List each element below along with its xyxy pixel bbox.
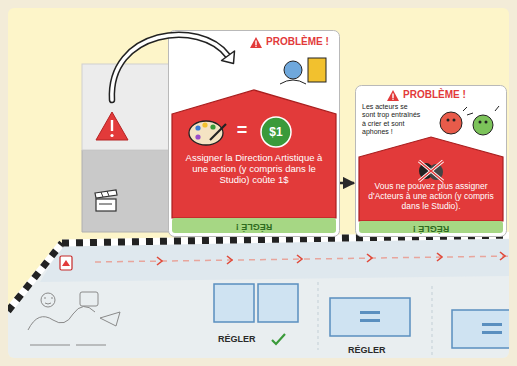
card-heading: PROBLÈME !	[266, 36, 338, 48]
problem-card: PROBLÈME ! Les acteurs se sont trop entra…	[355, 85, 507, 237]
board-edge	[8, 243, 62, 311]
palette-icon	[189, 121, 226, 145]
doodle-sketch	[28, 292, 120, 345]
resolved-label: RÉGLÉ !	[182, 221, 326, 232]
card-flavor: Les acteurs se sont trop entraînés à cri…	[362, 103, 422, 136]
card-body	[169, 31, 340, 237]
card-footer	[172, 218, 336, 233]
action-slots	[214, 282, 509, 358]
crossed-mask-icon	[419, 161, 443, 181]
card-house	[172, 90, 336, 218]
warning-icon	[387, 90, 399, 101]
curved-arrow	[112, 35, 228, 100]
problem-card: PROBLÈME ! = $1Assigner la Direction Artis…	[168, 30, 340, 237]
check-mark	[272, 334, 285, 344]
cost-badge: $1	[261, 125, 291, 139]
card-shape	[168, 30, 340, 237]
card-cartoon	[440, 106, 499, 135]
curved-arrow-head	[222, 51, 235, 64]
track-chevrons	[157, 252, 505, 265]
slot-label: RÉGLER	[348, 345, 386, 355]
game-board	[8, 235, 509, 358]
card-footer	[359, 221, 503, 233]
card-heading: PROBLÈME !	[403, 89, 503, 101]
board-surface	[8, 236, 509, 358]
warning-triangle	[96, 112, 128, 140]
card-house	[359, 137, 503, 221]
red-card-icon	[60, 256, 72, 270]
equals-sign: =	[232, 120, 252, 141]
flow-arrow	[340, 182, 354, 185]
card-effect: Vous ne pouvez plus assigner d'Acteurs à…	[367, 181, 495, 211]
card-effect: Assigner la Direction Artistique à une a…	[182, 152, 326, 186]
card-body	[356, 86, 507, 237]
curved-arrow-outline	[112, 35, 228, 100]
board-edge	[8, 243, 62, 311]
card-cartoon	[280, 58, 326, 84]
clapperboard-icon	[95, 190, 117, 211]
warning-icon	[250, 37, 262, 48]
cost-circle	[261, 117, 291, 147]
resolved-label: RÉGLÉ !	[367, 223, 495, 234]
slot-label: RÉGLER	[218, 334, 256, 344]
